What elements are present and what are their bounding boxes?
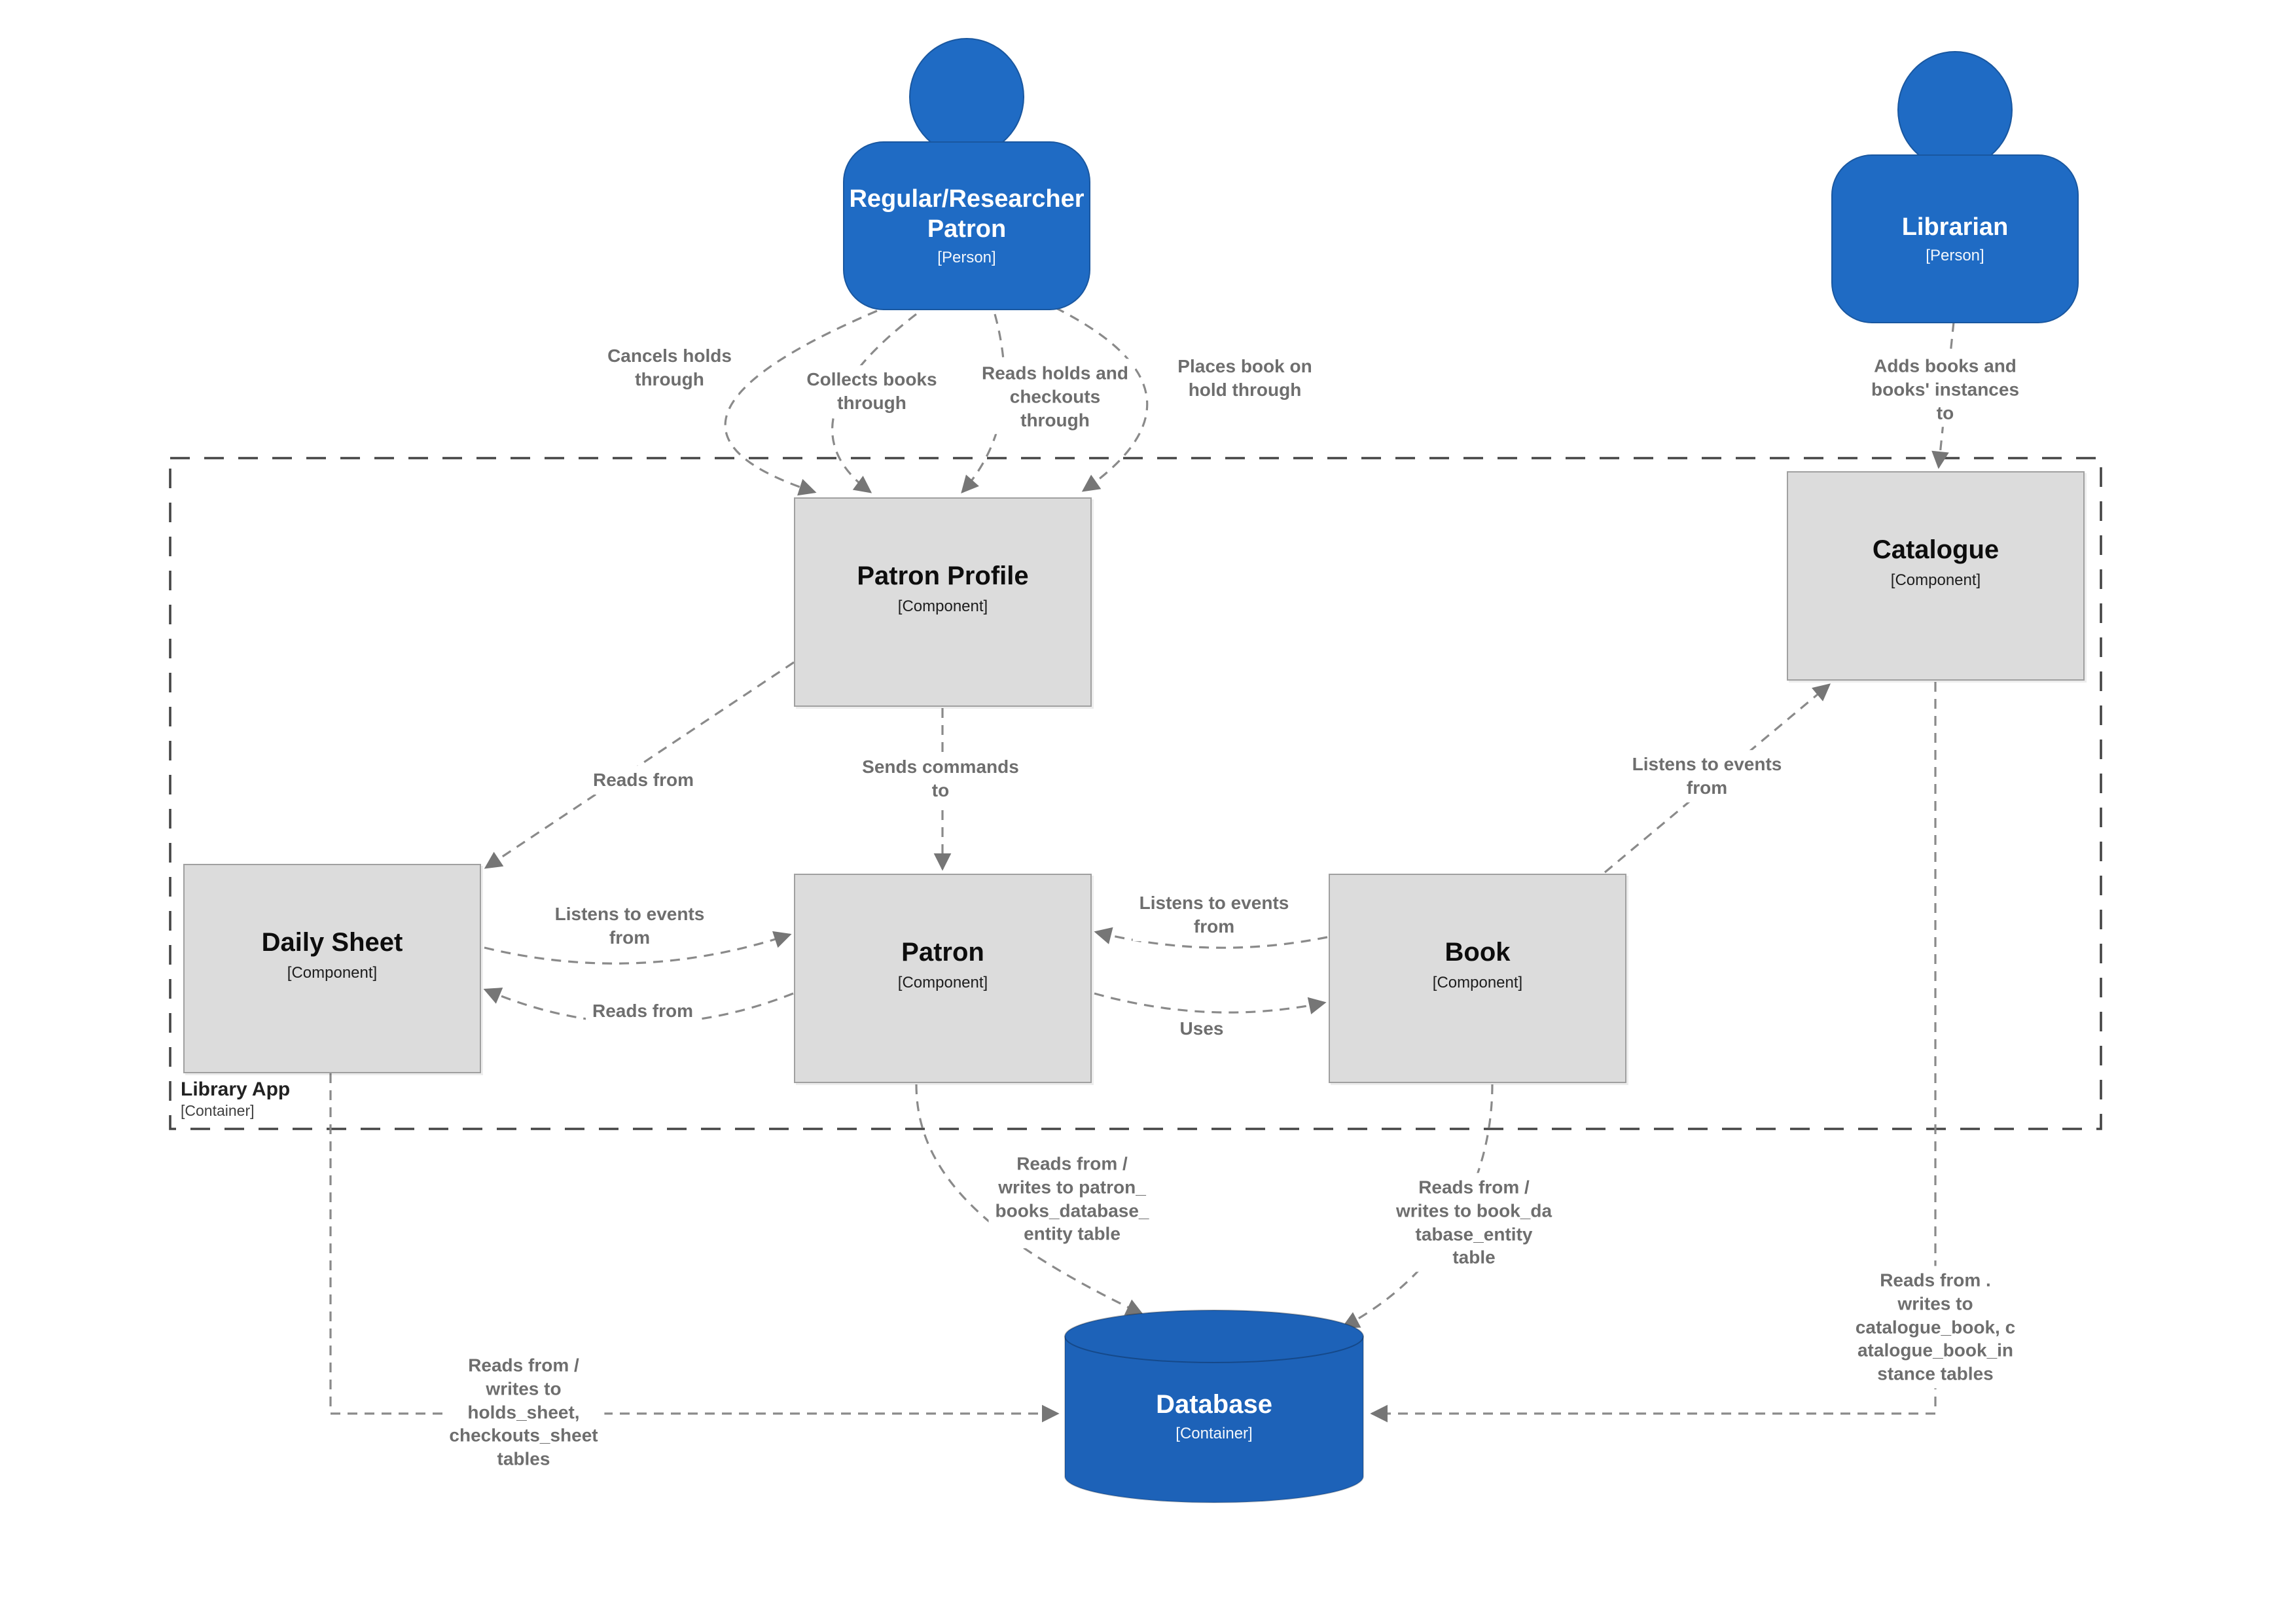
edge-label-catalogue-db: Reads from . writes to catalogue_book, c…	[1848, 1266, 2022, 1389]
edge-patron-database	[915, 1084, 1144, 1315]
component-type: [Component]	[897, 597, 988, 615]
component-type: [Component]	[1890, 571, 1981, 589]
library-app-boundary	[169, 457, 2102, 1130]
edge-label-book-listens-catalogue: Listens to events from	[1625, 750, 1789, 802]
edge-label-patron-listens-book: Listens to events from	[1132, 889, 1296, 941]
edge-label-uses: Uses	[1173, 1014, 1230, 1043]
edge-catalogue-database	[1370, 682, 1937, 1423]
person-head-icon	[909, 38, 1024, 156]
edge-daily-database	[329, 1073, 1060, 1423]
edge-patron-uses-book	[1094, 992, 1327, 1014]
edge-label-adds-books: Adds books and books' instances to	[1864, 351, 2026, 427]
edge-label-collects-books: Collects books through	[800, 365, 944, 418]
component-patron-profile: Patron Profile [Component]	[794, 497, 1092, 707]
edge-label-sends-commands: Sends commands to	[855, 753, 1026, 805]
component-book: Book [Component]	[1329, 874, 1626, 1083]
edge-patron-places-hold	[1054, 306, 1149, 492]
edge-label-daily-listens-patron: Listens to events from	[548, 900, 711, 952]
person-head-icon	[1897, 51, 2013, 169]
database-title: Database	[1156, 1389, 1272, 1419]
edge-label-places-hold: Places book on hold through	[1171, 352, 1319, 404]
edge-daily-listens-patron	[484, 931, 792, 965]
edge-book-listens-catalogue	[1604, 683, 1831, 874]
component-type: [Component]	[897, 974, 988, 991]
edge-label-patron-reads-daily: Reads from	[585, 997, 700, 1026]
component-title: Catalogue	[1872, 535, 2000, 564]
database-type: [Container]	[1175, 1424, 1253, 1442]
edge-label-book-db: Reads from / writes to book_da tabase_en…	[1389, 1173, 1559, 1272]
edge-profile-reads-daily	[484, 661, 795, 869]
component-title: Patron Profile	[857, 562, 1029, 590]
component-daily-sheet: Daily Sheet [Component]	[183, 864, 481, 1073]
person-name: Regular/Researcher Patron	[849, 185, 1085, 243]
edge-patron-collects-books	[831, 313, 917, 493]
person-librarian: Librarian [Person]	[1831, 51, 2079, 323]
edge-label-cancels-holds: Cancels holds through	[601, 342, 738, 394]
component-title: Book	[1444, 938, 1511, 967]
library-app-caption: Library App [Container]	[181, 1079, 290, 1120]
component-type: [Component]	[1432, 974, 1523, 991]
edge-patron-cancels-holds	[724, 310, 878, 496]
edge-label-patron-db: Reads from / writes to patron_ books_dat…	[988, 1149, 1156, 1249]
boundary-type: [Container]	[181, 1102, 255, 1119]
person-type: [Person]	[1926, 246, 1984, 264]
container-database: Database [Container]	[1064, 1309, 1365, 1505]
component-type: [Component]	[287, 964, 378, 982]
edge-label-profile-reads-daily: Reads from	[586, 766, 701, 794]
person-body: Librarian [Person]	[1831, 154, 2079, 323]
component-title: Patron	[901, 938, 984, 967]
edge-label-daily-db: Reads from / writes to holds_sheet, chec…	[442, 1351, 605, 1474]
person-type: [Person]	[937, 248, 996, 266]
component-patron: Patron [Component]	[794, 874, 1092, 1083]
person-body: Regular/Researcher Patron [Person]	[843, 141, 1090, 310]
edge-label-reads-holds: Reads holds and checkouts through	[975, 359, 1136, 435]
component-catalogue: Catalogue [Component]	[1787, 471, 2085, 681]
database-cylinder-icon	[1064, 1310, 1364, 1503]
component-title: Daily Sheet	[261, 928, 403, 957]
boundary-title: Library App	[181, 1079, 291, 1100]
person-patron: Regular/Researcher Patron [Person]	[843, 38, 1090, 310]
person-name: Librarian	[1901, 213, 2009, 241]
edge-book-database	[1341, 1084, 1494, 1329]
